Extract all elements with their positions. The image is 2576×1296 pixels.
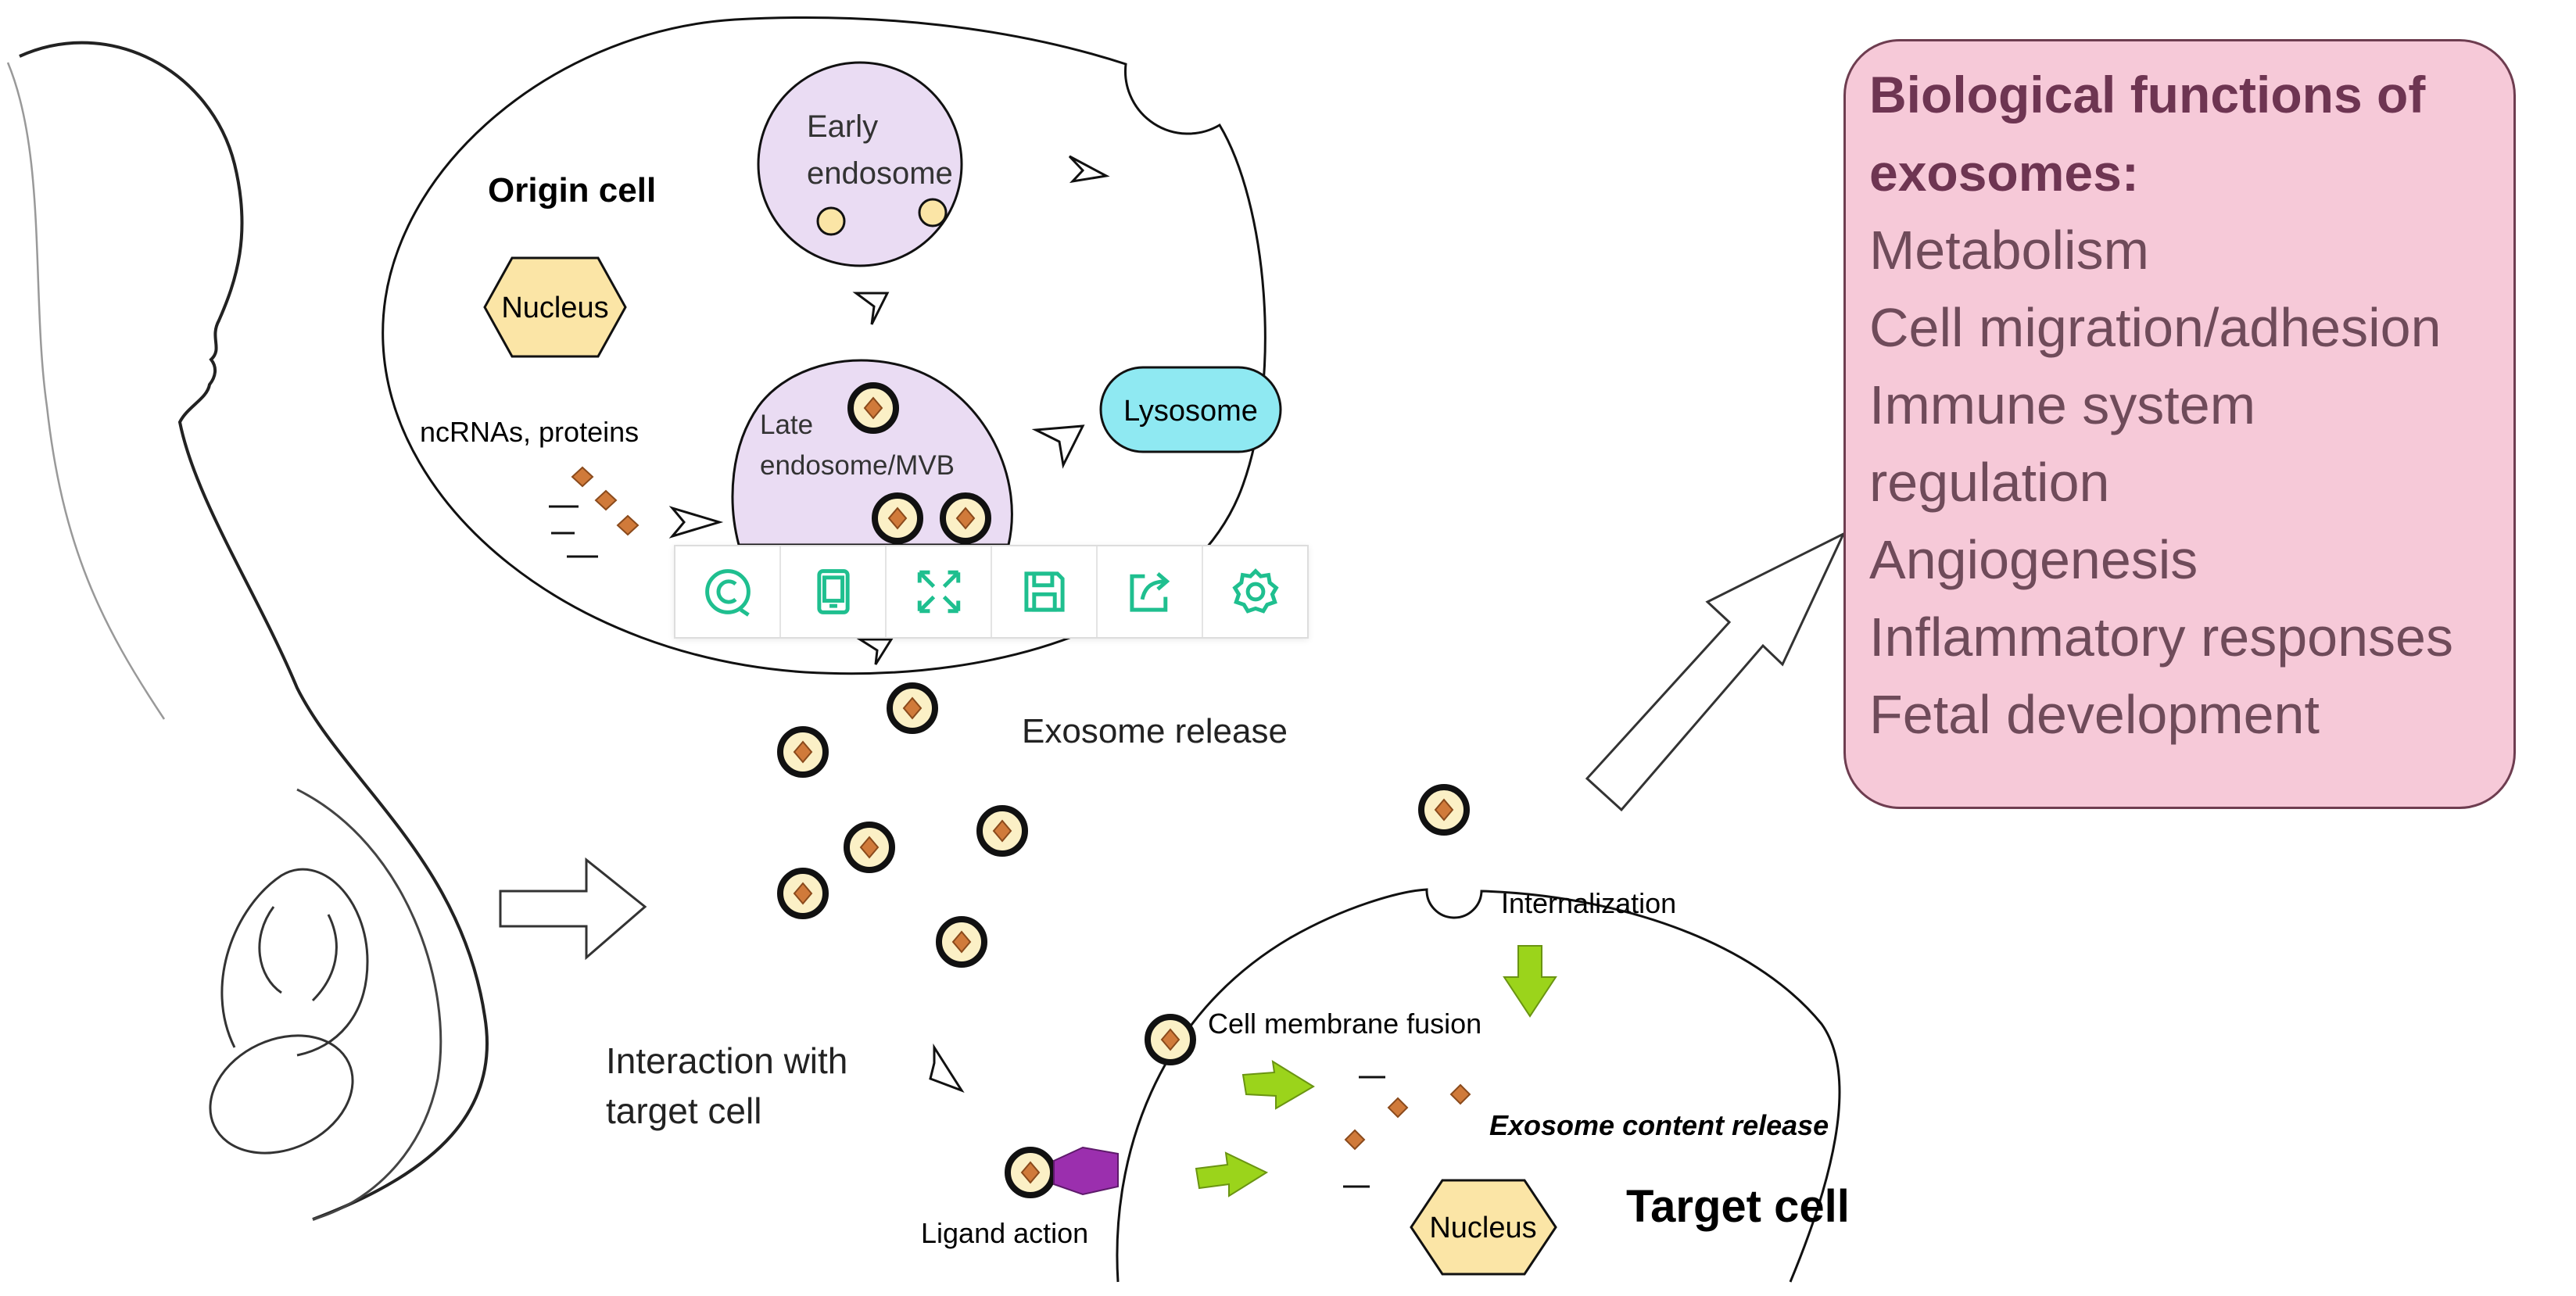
nucleus-target-label: Nucleus xyxy=(1429,1212,1536,1244)
exosome-content-release-label: Exosome content release xyxy=(1489,1109,1829,1141)
recycling-arrow xyxy=(1068,155,1110,184)
late-endosome-label-1: Late xyxy=(760,410,813,440)
mother-belly xyxy=(296,788,442,1221)
ligand-action-label: Ligand action xyxy=(921,1217,1088,1249)
exosome xyxy=(1421,787,1467,832)
vesicle xyxy=(918,198,948,227)
origin-cell-outline xyxy=(382,16,1267,675)
copyright-icon xyxy=(704,569,751,617)
origin-cell-label: Origin cell xyxy=(488,171,656,209)
nucleus-origin-label: Nucleus xyxy=(501,292,608,324)
tablet-view-button[interactable] xyxy=(781,546,887,637)
function-item: Angiogenesis xyxy=(1869,529,2198,590)
mvb-exosome xyxy=(851,385,896,431)
copyright-button[interactable] xyxy=(675,546,781,637)
fetus xyxy=(209,868,369,1155)
function-item: Fetal development xyxy=(1869,684,2320,745)
exosome xyxy=(939,919,984,965)
tablet-icon xyxy=(816,569,850,614)
exosome xyxy=(980,808,1025,854)
floating-toolbar xyxy=(674,545,1309,639)
internalization-label: Internalization xyxy=(1501,887,1676,919)
exosome xyxy=(890,686,935,731)
early-endosome-label-1: Early xyxy=(807,109,878,144)
interaction-label-1: Interaction with xyxy=(606,1040,847,1081)
mvb-exosome xyxy=(943,496,988,541)
fusing-exosome xyxy=(1148,1017,1193,1062)
interaction-label-2: target cell xyxy=(606,1090,761,1131)
to-lysosome-arrow xyxy=(1031,424,1085,469)
endosome-maturation-arrow xyxy=(852,292,890,325)
cargo-molecules xyxy=(571,466,640,536)
function-item: Cell migration/adhesion xyxy=(1869,297,2442,358)
mother-hair xyxy=(6,62,166,720)
biological-functions-box: Biological functions of exosomes: Metabo… xyxy=(1843,39,2516,809)
lysosome-shape xyxy=(1099,366,1282,453)
exosome-release-label: Exosome release xyxy=(1022,712,1288,750)
release-arrow xyxy=(855,638,894,665)
target-cell-outline xyxy=(1116,888,1841,1283)
settings-button[interactable] xyxy=(1203,546,1307,637)
exosome xyxy=(780,871,826,916)
exosome xyxy=(847,825,892,870)
cargo-arrow xyxy=(668,506,724,539)
save-button[interactable] xyxy=(992,546,1098,637)
ncrnas-proteins-label: ncRNAs, proteins xyxy=(420,416,639,448)
released-content xyxy=(1343,1076,1471,1188)
share-icon xyxy=(1129,572,1170,612)
fusion-arrow xyxy=(1241,1060,1315,1110)
interaction-arrow xyxy=(929,1043,965,1093)
late-endosome-mvb xyxy=(731,359,1013,546)
to-functions-arrow xyxy=(1585,531,1847,812)
vesicle xyxy=(816,206,846,236)
function-item: Inflammatory responses xyxy=(1869,607,2453,668)
function-item: regulation xyxy=(1869,452,2110,513)
function-item: Metabolism xyxy=(1869,220,2149,281)
fullscreen-button[interactable] xyxy=(887,546,992,637)
save-icon xyxy=(1023,571,1065,612)
mother-to-exosome-arrow xyxy=(499,857,647,961)
nucleus-origin-shape xyxy=(483,256,627,358)
lysosome-label: Lysosome xyxy=(1123,395,1258,428)
functions-title-2: exosomes: xyxy=(1869,144,2139,202)
exosome xyxy=(780,729,826,775)
internalization-arrow xyxy=(1503,945,1557,1018)
function-item: Immune system xyxy=(1869,374,2255,435)
early-endosome-label-2: endosome xyxy=(807,156,953,191)
share-button[interactable] xyxy=(1098,546,1203,637)
expand-icon xyxy=(917,570,960,614)
early-endosome xyxy=(757,61,963,267)
target-cell-label: Target cell xyxy=(1626,1181,1850,1232)
ligand-shape xyxy=(1053,1146,1119,1196)
settings-icon xyxy=(1231,568,1279,614)
mother-silhouette xyxy=(19,41,489,1221)
nucleus-target-shape xyxy=(1410,1179,1557,1276)
late-endosome-label-2: endosome/MVB xyxy=(760,450,955,481)
ligand-arrow xyxy=(1195,1151,1269,1198)
ligand-exosome xyxy=(1008,1150,1053,1195)
functions-title-1: Biological functions of xyxy=(1869,66,2426,124)
cargo-rna-strands xyxy=(549,505,598,558)
cell-membrane-fusion-label: Cell membrane fusion xyxy=(1208,1008,1481,1040)
mvb-exosome xyxy=(875,496,920,541)
